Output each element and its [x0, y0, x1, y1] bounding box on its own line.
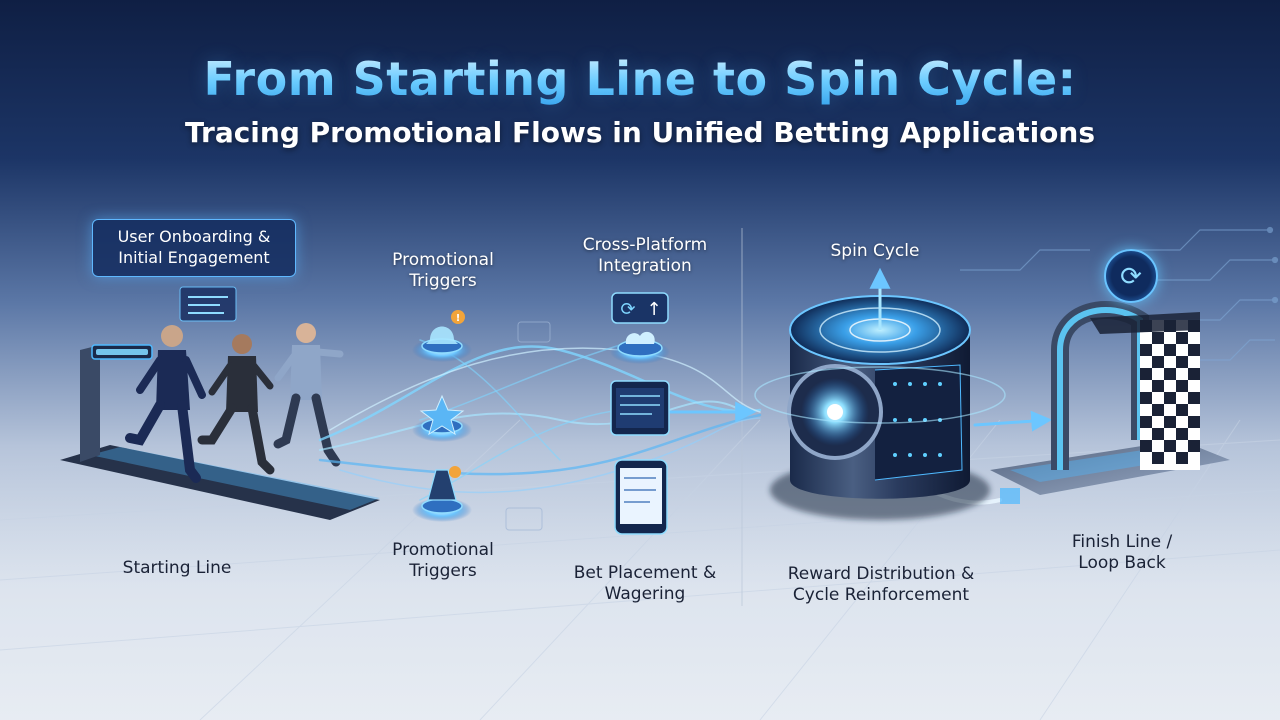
svg-text:!: !	[456, 313, 461, 324]
sync-icon: ⟳	[620, 299, 635, 320]
onboarding-callout: User Onboarding & Initial Engagement	[92, 219, 296, 277]
finish-arch	[990, 301, 1230, 504]
onboarding-label: User Onboarding & Initial Engagement	[117, 227, 271, 267]
trigger-node-star	[412, 394, 472, 442]
finish-line-label: Finish Line / Loop Back	[1071, 532, 1173, 574]
cross-platform-label: Cross-Platform Integration	[582, 235, 708, 277]
runner-2	[197, 334, 275, 475]
subtitle: Tracing Promotional Flows in Unified Bet…	[184, 116, 1096, 149]
spin-cycle-label: Spin Cycle	[830, 241, 920, 261]
sync-badge: ⟳ ↑	[611, 292, 669, 324]
phone-device	[614, 459, 668, 535]
cloud-node	[610, 331, 670, 364]
trigger-node-gift	[412, 466, 472, 522]
spin-cycle-cylinder	[754, 267, 1006, 520]
reward-distribution-label: Reward Distribution & Cycle Reinforcemen…	[787, 564, 975, 606]
svg-text:↑: ↑	[646, 299, 661, 320]
refresh-icon: ⟳	[1104, 249, 1158, 303]
runner-1	[125, 325, 206, 483]
tablet-device	[610, 380, 670, 436]
main-title: From Starting Line to Spin Cycle:	[0, 52, 1280, 106]
promo-triggers-bottom-label: Promotional Triggers	[392, 540, 494, 582]
starting-track	[60, 286, 380, 520]
cloud-icon	[625, 331, 655, 344]
bell-icon	[426, 326, 458, 344]
starting-line-label: Starting Line	[122, 558, 232, 578]
promo-triggers-top-label: Promotional Triggers	[392, 250, 494, 292]
runner-3	[273, 323, 344, 467]
bet-placement-label: Bet Placement & Wagering	[573, 563, 717, 605]
trigger-node-bell: !	[412, 310, 472, 362]
